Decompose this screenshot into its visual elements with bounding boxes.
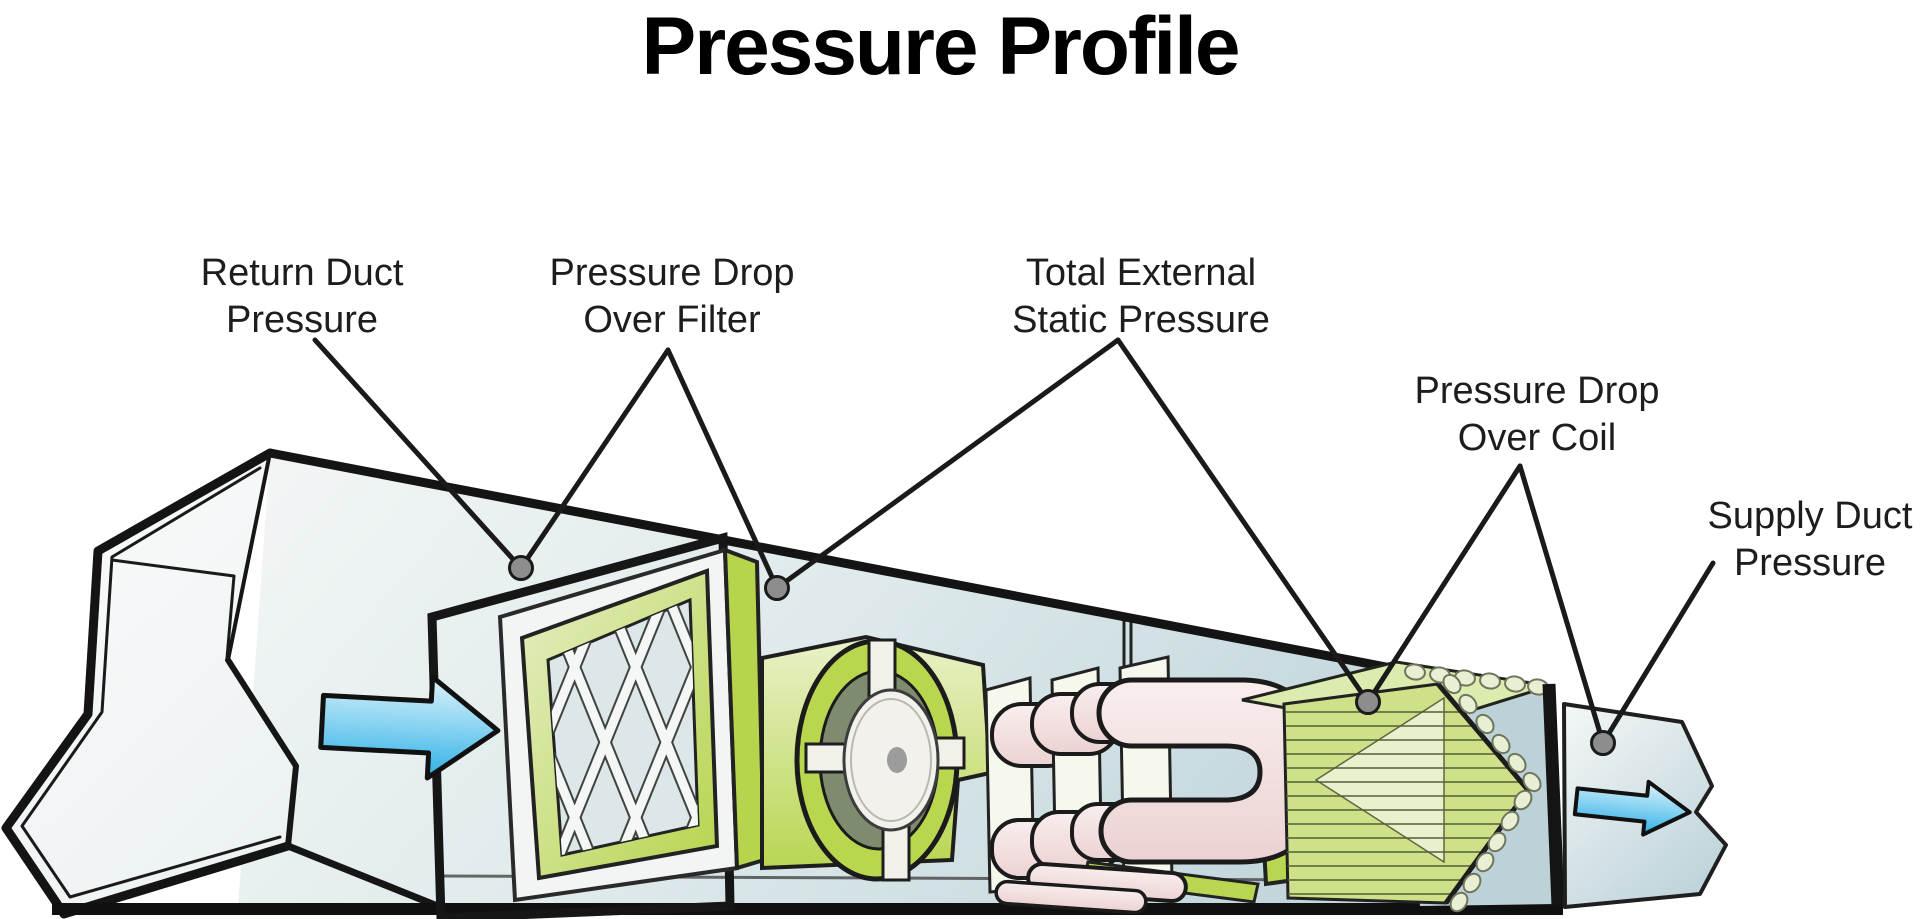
leader-tesp-left: [774, 337, 1121, 591]
airflow-arrow-inlet: [318, 674, 501, 781]
cabinet-end-wall: [1542, 683, 1565, 907]
fan-hub-rim: [850, 698, 932, 822]
pressure-tap-supply: [1590, 730, 1616, 756]
leader-tesp-right: [1115, 337, 1371, 705]
pressure-tap-before-coil: [1355, 689, 1381, 715]
supply-duct: [1562, 702, 1728, 909]
blower-fan: [760, 634, 993, 882]
return-duct-crease: [225, 657, 299, 849]
filter: [427, 532, 767, 919]
leader-supply-duct: [1600, 560, 1716, 746]
label-return-duct-pressure: Return Duct Pressure: [201, 250, 404, 344]
leader-return-duct: [312, 337, 524, 571]
leader-filter-downstream: [665, 347, 780, 591]
label-pressure-drop-over-coil: Pressure Drop Over Coil: [1415, 368, 1660, 462]
return-duct-fold-lines: [110, 558, 236, 660]
label-line: Static Pressure: [1012, 299, 1270, 341]
fan-blade: [934, 736, 966, 770]
return-duct-outline: [1, 448, 293, 919]
coil-wedge: [1314, 696, 1445, 864]
label-line: Pressure Drop: [549, 252, 795, 294]
label-line: Pressure Drop: [1414, 370, 1660, 412]
coil-loops: [1404, 663, 1549, 913]
label-line: Over Filter: [583, 299, 761, 341]
exchanger-tube: [994, 879, 1148, 915]
fan-blade: [881, 820, 911, 882]
heat-exchanger: [984, 655, 1325, 915]
return-duct: [1, 448, 444, 919]
return-duct-crease: [226, 451, 272, 662]
airflow-arrow-outlet: [1572, 779, 1692, 837]
label-line: Return Duct: [200, 252, 404, 294]
coil-chevron-edge: [1436, 682, 1532, 905]
pressure-tap-return: [508, 555, 534, 581]
filter-housing-frame: [427, 532, 735, 919]
fan-hub-center: [887, 747, 907, 773]
return-duct-bottom-edge: [284, 842, 444, 911]
label-line: Pressure: [1733, 542, 1887, 584]
label-line: Total External: [1025, 252, 1257, 294]
pressure-taps: [508, 555, 1616, 756]
leader-filter-upstream: [518, 347, 671, 571]
label-line: Pressure: [225, 299, 379, 341]
label-total-external-static-pressure: Total External Static Pressure: [1012, 250, 1270, 344]
label-line: Over Coil: [1457, 417, 1617, 459]
leader-lines: [312, 337, 1716, 746]
diagram-title: Pressure Profile: [641, 1, 1241, 92]
leader-coil-upstream: [1365, 463, 1523, 705]
label-pressure-drop-over-filter: Pressure Drop Over Filter: [550, 250, 795, 344]
return-duct-body: [6, 453, 296, 914]
leader-coil-downstream: [1517, 463, 1606, 746]
return-duct-inner-outline: [20, 466, 282, 899]
cooling-coil: [1241, 660, 1556, 913]
label-supply-duct-pressure: Supply Duct Pressure: [1708, 493, 1913, 587]
label-line: Supply Duct: [1707, 495, 1913, 537]
pressure-tap-after-filter: [764, 575, 790, 601]
